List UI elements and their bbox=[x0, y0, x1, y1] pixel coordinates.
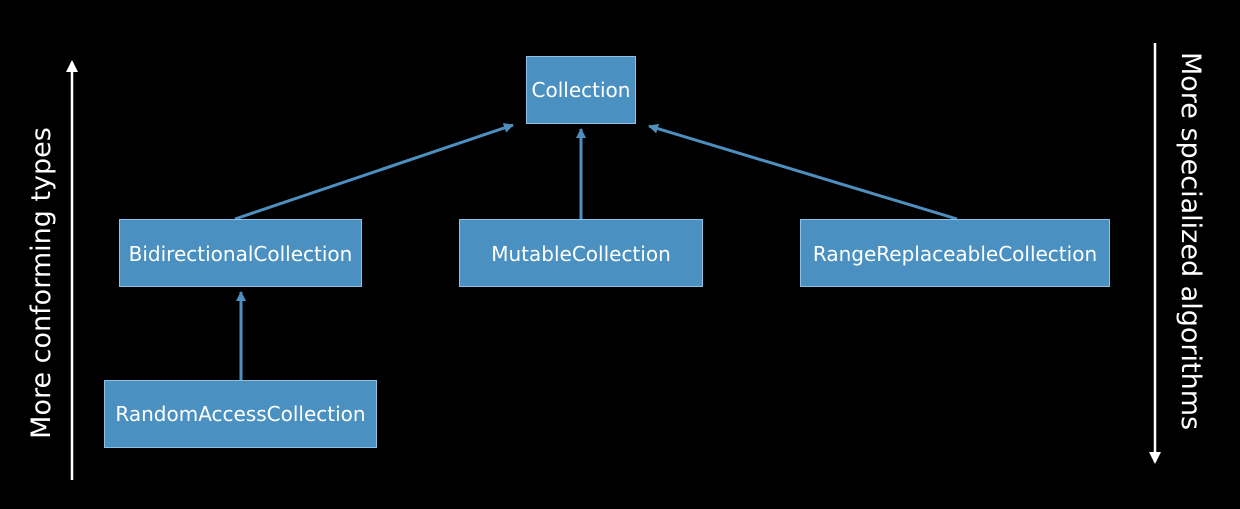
node-collection: Collection bbox=[526, 56, 636, 124]
node-random-access-collection: RandomAccessCollection bbox=[104, 380, 377, 448]
node-bidirectional-collection-box bbox=[119, 219, 362, 287]
node-range-replaceable-collection-label: RangeReplaceableCollection bbox=[813, 242, 1097, 266]
edge-range-replaceable-to-collection bbox=[648, 123, 958, 221]
node-random-access-collection-box bbox=[104, 380, 377, 448]
right-axis: More specialized algorithms bbox=[1149, 43, 1206, 464]
node-range-replaceable-collection-box bbox=[800, 219, 1110, 287]
left-axis: More conforming types bbox=[26, 60, 78, 480]
node-mutable-collection: MutableCollection bbox=[459, 219, 703, 287]
left-axis-label: More conforming types bbox=[26, 127, 57, 439]
node-mutable-collection-label: MutableCollection bbox=[491, 242, 671, 266]
node-bidirectional-collection: BidirectionalCollection bbox=[119, 219, 362, 287]
node-bidirectional-collection-label: BidirectionalCollection bbox=[129, 242, 353, 266]
node-range-replaceable-collection: RangeReplaceableCollection bbox=[800, 219, 1110, 287]
node-random-access-collection-label: RandomAccessCollection bbox=[115, 402, 365, 426]
edges bbox=[234, 123, 958, 380]
edge-bidirectional-to-collection bbox=[234, 123, 514, 221]
node-collection-label: Collection bbox=[532, 78, 631, 102]
node-collection-box bbox=[526, 56, 636, 124]
node-mutable-collection-box bbox=[459, 219, 703, 287]
right-axis-label: More specialized algorithms bbox=[1175, 52, 1206, 430]
